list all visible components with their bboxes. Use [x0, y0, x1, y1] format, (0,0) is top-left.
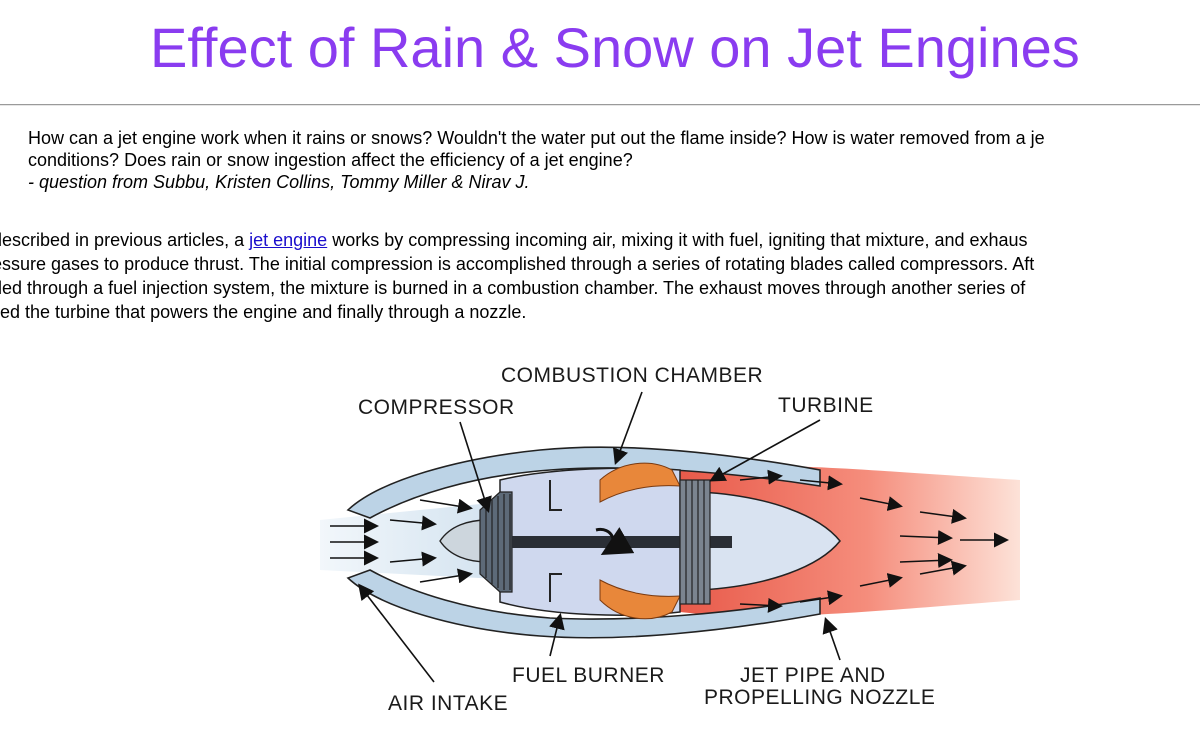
label-compressor: COMPRESSOR	[358, 396, 515, 419]
exhaust-flow-arrows	[739, 469, 1009, 613]
answer-line-2: essure gases to produce thrust. The init…	[0, 254, 1035, 274]
answer-line-1: described in previous articles, a jet en…	[0, 228, 1200, 252]
answer-line-1-end: works by compressing incoming air, mixin…	[327, 230, 1028, 250]
answer-line-3: ded through a fuel injection system, the…	[0, 278, 1026, 298]
nacelle-top	[346, 446, 821, 519]
nacelle-bottom	[346, 569, 821, 639]
question-credit: - question from Subbu, Kristen Collins, …	[28, 172, 530, 192]
answer-line-4: lled the turbine that powers the engine …	[0, 302, 527, 322]
question-line-2: conditions? Does rain or snow ingestion …	[28, 150, 633, 170]
tail-cone	[699, 491, 841, 591]
label-propelling-nozzle: PROPELLING NOZZLE	[704, 686, 935, 709]
compressor-blades	[479, 491, 513, 593]
turbine-disc	[679, 479, 711, 605]
label-turbine: TURBINE	[778, 394, 874, 417]
jet-engine-illustration: COMBUSTION CHAMBER COMPRESSOR TURBINE FU…	[320, 364, 1020, 715]
label-air-intake: AIR INTAKE	[388, 692, 508, 715]
intake-flow-arrows	[330, 498, 473, 584]
question-block: How can a jet engine work when it rains …	[28, 127, 1200, 193]
answer-paragraph: described in previous articles, a jet en…	[0, 228, 1200, 324]
label-fuel-burner: FUEL BURNER	[512, 664, 665, 687]
horizontal-divider	[0, 104, 1200, 106]
label-jet-pipe: JET PIPE AND	[740, 664, 886, 687]
page-title: Effect of Rain & Snow on Jet Engines	[150, 16, 1080, 79]
question-line-1: How can a jet engine work when it rains …	[28, 128, 1045, 148]
jet-engine-link[interactable]: jet engine	[249, 230, 328, 250]
label-combustion-chamber: COMBUSTION CHAMBER	[501, 364, 763, 387]
jet-engine-diagram: COMBUSTION CHAMBER COMPRESSOR TURBINE FU…	[300, 330, 1020, 730]
fuel-burner-nozzles	[549, 480, 562, 602]
rotation-arrow	[595, 527, 635, 555]
label-leader-lines	[358, 391, 841, 683]
answer-line-1-start: described in previous articles, a	[0, 230, 250, 250]
